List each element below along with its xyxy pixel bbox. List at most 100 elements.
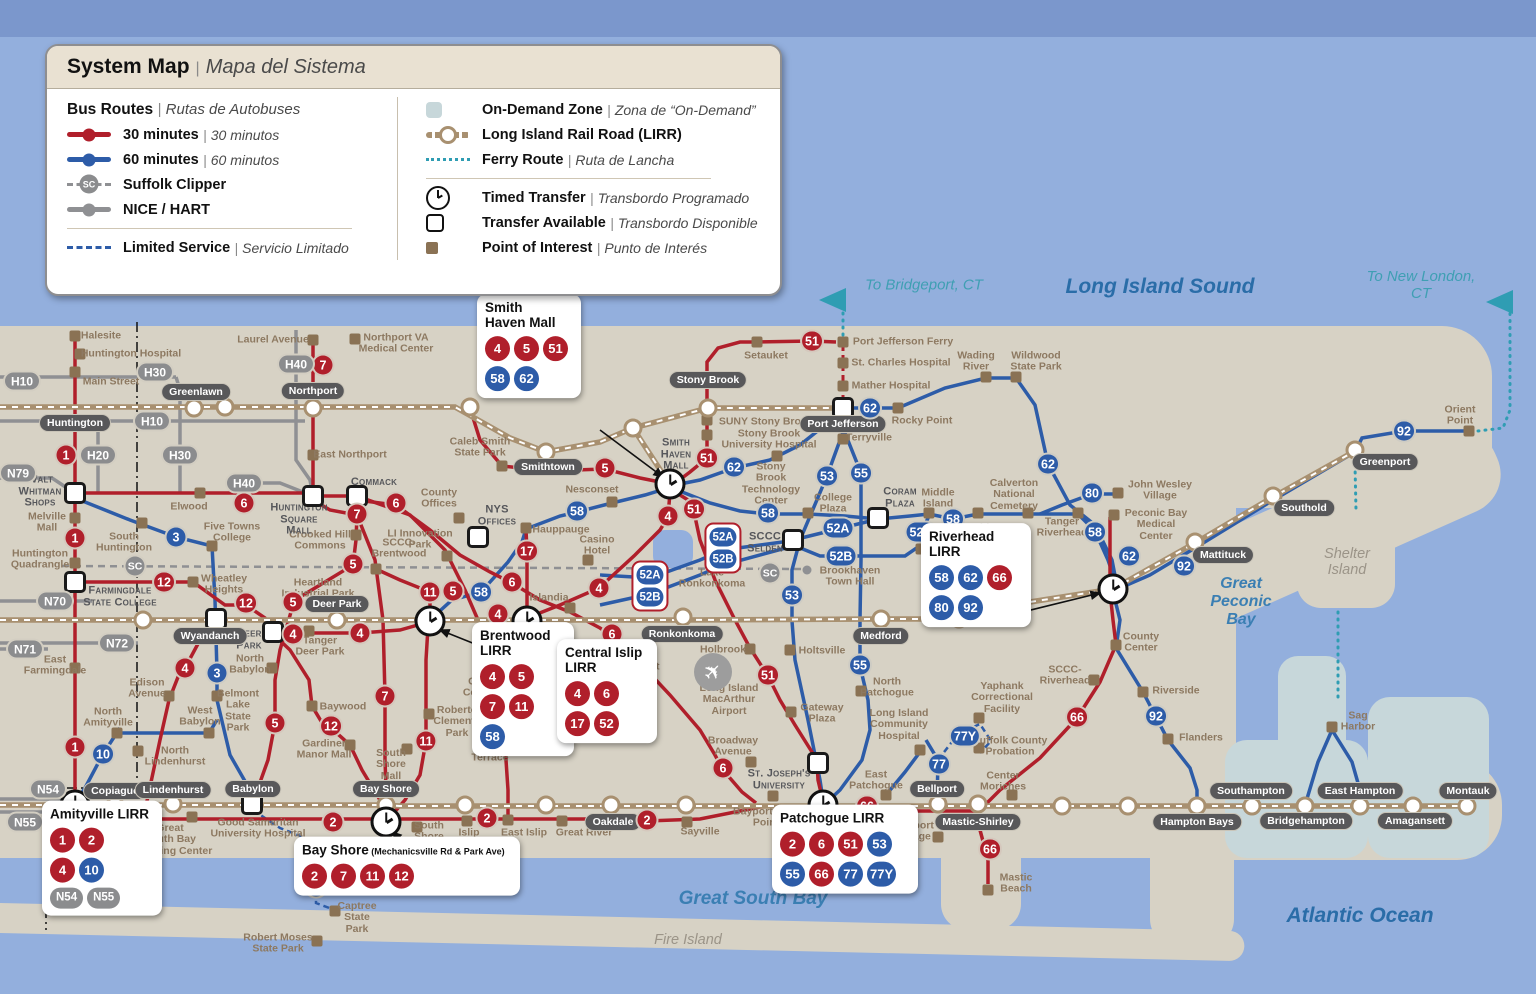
- station-huntington[interactable]: Huntington: [39, 414, 111, 432]
- route-badge-5[interactable]: 5: [263, 711, 287, 735]
- route-badge-n71[interactable]: N71: [5, 638, 45, 660]
- station-deer-park[interactable]: Deer Park: [304, 595, 370, 613]
- station-northport[interactable]: Northport: [280, 382, 346, 400]
- route-badge-55[interactable]: 55: [849, 461, 873, 485]
- route-badge-51[interactable]: 51: [756, 663, 780, 687]
- route-badge-12[interactable]: 12: [152, 570, 176, 594]
- route-badge-n70[interactable]: N70: [35, 590, 75, 612]
- station-east-hampton[interactable]: East Hampton: [1316, 782, 1404, 800]
- route-badge-11[interactable]: 11: [418, 580, 442, 604]
- route-badge-5[interactable]: 5: [341, 552, 365, 576]
- route-badge-5[interactable]: 5: [281, 590, 305, 614]
- route-badge-n79[interactable]: N79: [0, 462, 38, 484]
- route-badge-h40[interactable]: H40: [276, 353, 316, 375]
- route-badge-6[interactable]: 6: [711, 756, 735, 780]
- route-badge-77y[interactable]: 77Y: [948, 724, 982, 748]
- route-badge-66[interactable]: 66: [978, 837, 1002, 861]
- route-badge-1[interactable]: 1: [63, 526, 87, 550]
- station-hampton-bays[interactable]: Hampton Bays: [1152, 813, 1242, 831]
- route-badge-52b[interactable]: 52B: [824, 544, 858, 568]
- route-badge-2[interactable]: 2: [475, 806, 499, 830]
- suffolk-clipper-badge[interactable]: SC: [758, 561, 782, 585]
- transfer-available-marker[interactable]: [807, 752, 829, 774]
- station-amagansett[interactable]: Amagansett: [1376, 812, 1454, 830]
- route-badge-51[interactable]: 51: [695, 446, 719, 470]
- route-badge-4[interactable]: 4: [587, 576, 611, 600]
- transfer-available-marker[interactable]: [64, 571, 86, 593]
- transfer-available-marker[interactable]: [467, 526, 489, 548]
- route-badge-h30[interactable]: H30: [160, 444, 200, 466]
- route-badge-62[interactable]: 62: [722, 455, 746, 479]
- timed-transfer-clock[interactable]: [414, 605, 446, 637]
- station-oakdale[interactable]: Oakdale: [584, 813, 642, 831]
- route-badge-52a[interactable]: 52A: [709, 527, 737, 547]
- route-badge-58[interactable]: 58: [1083, 520, 1107, 544]
- station-bellport[interactable]: Bellport: [909, 780, 965, 798]
- route-badge-4[interactable]: 4: [656, 504, 680, 528]
- route-badge-2[interactable]: 2: [321, 810, 345, 834]
- route-badge-11[interactable]: 11: [414, 729, 438, 753]
- route-badge-62[interactable]: 62: [1036, 452, 1060, 476]
- route-badge-12[interactable]: 12: [234, 591, 258, 615]
- route-badge-17[interactable]: 17: [515, 539, 539, 563]
- route-badge-4[interactable]: 4: [173, 656, 197, 680]
- route-badge-3[interactable]: 3: [205, 661, 229, 685]
- station-wyandanch[interactable]: Wyandanch: [172, 627, 248, 645]
- route-badge-7[interactable]: 7: [373, 684, 397, 708]
- station-ronkonkoma[interactable]: Ronkonkoma: [640, 625, 724, 643]
- station-smithtown[interactable]: Smithtown: [513, 458, 583, 476]
- station-stony-brook[interactable]: Stony Brook: [668, 371, 748, 389]
- route-badge-h30[interactable]: H30: [135, 361, 175, 383]
- station-medford[interactable]: Medford: [852, 627, 910, 645]
- route-badge-92[interactable]: 92: [1172, 554, 1196, 578]
- station-port-jefferson[interactable]: Port Jefferson: [799, 415, 887, 433]
- transfer-available-marker[interactable]: [302, 485, 324, 507]
- station-babylon[interactable]: Babylon: [224, 780, 282, 798]
- route-badge-52b[interactable]: 52B: [636, 587, 664, 607]
- station-southold[interactable]: Southold: [1273, 499, 1335, 517]
- route-badge-62[interactable]: 62: [858, 396, 882, 420]
- route-badge-10[interactable]: 10: [91, 742, 115, 766]
- station-mastic-shirley[interactable]: Mastic-Shirley: [934, 813, 1022, 831]
- transfer-available-marker[interactable]: [867, 507, 889, 529]
- station-bay-shore[interactable]: Bay Shore: [352, 780, 420, 798]
- route-badge-92[interactable]: 92: [1144, 704, 1168, 728]
- route-badge-53[interactable]: 53: [815, 464, 839, 488]
- route-badge-66[interactable]: 66: [1065, 705, 1089, 729]
- route-badge-h40[interactable]: H40: [224, 472, 264, 494]
- route-badge-4[interactable]: 4: [348, 621, 372, 645]
- route-badge-52a[interactable]: 52A: [821, 516, 855, 540]
- timed-transfer-clock[interactable]: [654, 468, 686, 500]
- route-badge-6[interactable]: 6: [232, 491, 256, 515]
- route-badge-92[interactable]: 92: [1392, 419, 1416, 443]
- route-badge-7[interactable]: 7: [345, 502, 369, 526]
- route-badge-5[interactable]: 5: [441, 579, 465, 603]
- route-badge-58[interactable]: 58: [565, 499, 589, 523]
- route-badge-58[interactable]: 58: [756, 501, 780, 525]
- route-badge-55[interactable]: 55: [848, 653, 872, 677]
- route-badge-12[interactable]: 12: [319, 714, 343, 738]
- route-badge-2[interactable]: 2: [635, 808, 659, 832]
- route-badge-51[interactable]: 51: [682, 497, 706, 521]
- route-badge-62[interactable]: 62: [1117, 544, 1141, 568]
- route-badge-6[interactable]: 6: [500, 570, 524, 594]
- suffolk-clipper-badge[interactable]: SC: [123, 554, 147, 578]
- route-badge-51[interactable]: 51: [800, 329, 824, 353]
- route-badge-77[interactable]: 77: [927, 752, 951, 776]
- transfer-available-marker[interactable]: [64, 482, 86, 504]
- route-badge-53[interactable]: 53: [780, 583, 804, 607]
- route-badge-6[interactable]: 6: [384, 491, 408, 515]
- station-montauk[interactable]: Montauk: [1438, 782, 1498, 800]
- route-badge-h10[interactable]: H10: [2, 370, 42, 392]
- station-bridgehampton[interactable]: Bridgehampton: [1259, 812, 1353, 830]
- station-greenport[interactable]: Greenport: [1351, 453, 1419, 471]
- transfer-available-marker[interactable]: [782, 529, 804, 551]
- route-badge-1[interactable]: 1: [54, 443, 78, 467]
- route-badge-58[interactable]: 58: [469, 580, 493, 604]
- station-lindenhurst[interactable]: Lindenhurst: [134, 781, 212, 799]
- route-badge-n55[interactable]: N55: [5, 811, 45, 833]
- route-badge-h20[interactable]: H20: [78, 444, 118, 466]
- route-badge-5[interactable]: 5: [593, 456, 617, 480]
